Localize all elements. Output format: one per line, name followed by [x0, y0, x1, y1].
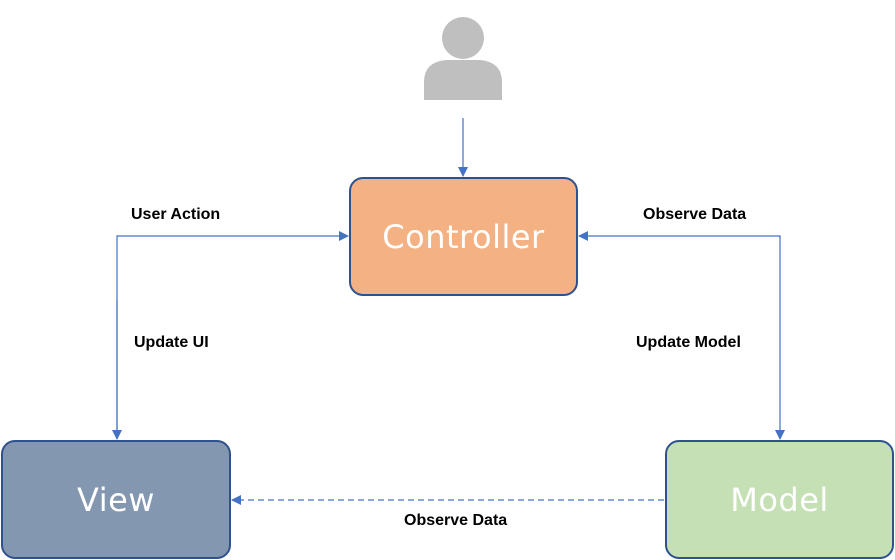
observe-data-top-label: Observe Data	[643, 206, 747, 223]
controller-node: Controller	[349, 177, 578, 296]
observe-data-top-arrow	[578, 231, 781, 241]
view-node: View	[1, 440, 231, 559]
model-label: Model	[730, 480, 829, 519]
update-model-label: Update Model	[636, 334, 741, 351]
user-action-label: User Action	[131, 206, 221, 223]
update-ui-label: Update UI	[134, 334, 209, 351]
observe-data-bottom-label: Observe Data	[404, 512, 508, 529]
model-node: Model	[665, 440, 894, 559]
view-label: View	[77, 480, 155, 519]
controller-label: Controller	[382, 217, 545, 256]
user-silhouette-icon	[424, 17, 502, 100]
